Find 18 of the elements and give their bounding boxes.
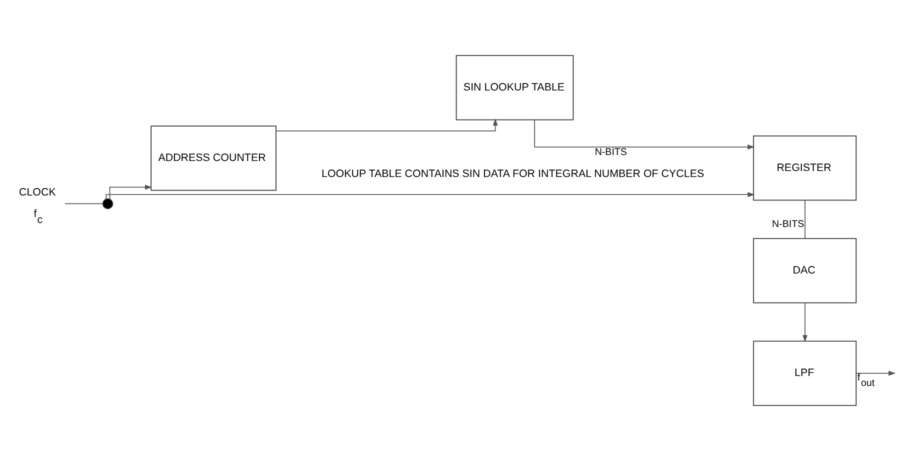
node-circle	[102, 198, 114, 209]
arrow	[856, 370, 896, 376]
arrow	[106, 192, 755, 199]
node-box: SIN LOOKUP TABLE	[456, 54, 574, 120]
connector	[64, 202, 104, 204]
label: LOOKUP TABLE CONTAINS SIN DATA FOR INTEGRAL NUMBER OF CYCLES	[322, 168, 704, 180]
node-box: DAC	[753, 238, 857, 303]
edge-label: N-BITS	[772, 218, 804, 230]
connector	[804, 199, 806, 238]
arrow	[802, 302, 808, 342]
node-text: CLOCK	[18, 186, 56, 198]
arrow	[534, 119, 755, 150]
arrow	[109, 184, 152, 200]
edge-label: N-BITS	[594, 146, 627, 158]
node-box: ADDRESS COUNTER	[150, 125, 276, 190]
node-box: LPF	[753, 340, 857, 406]
node-box: REGISTER	[753, 134, 857, 200]
arrow	[276, 118, 498, 131]
